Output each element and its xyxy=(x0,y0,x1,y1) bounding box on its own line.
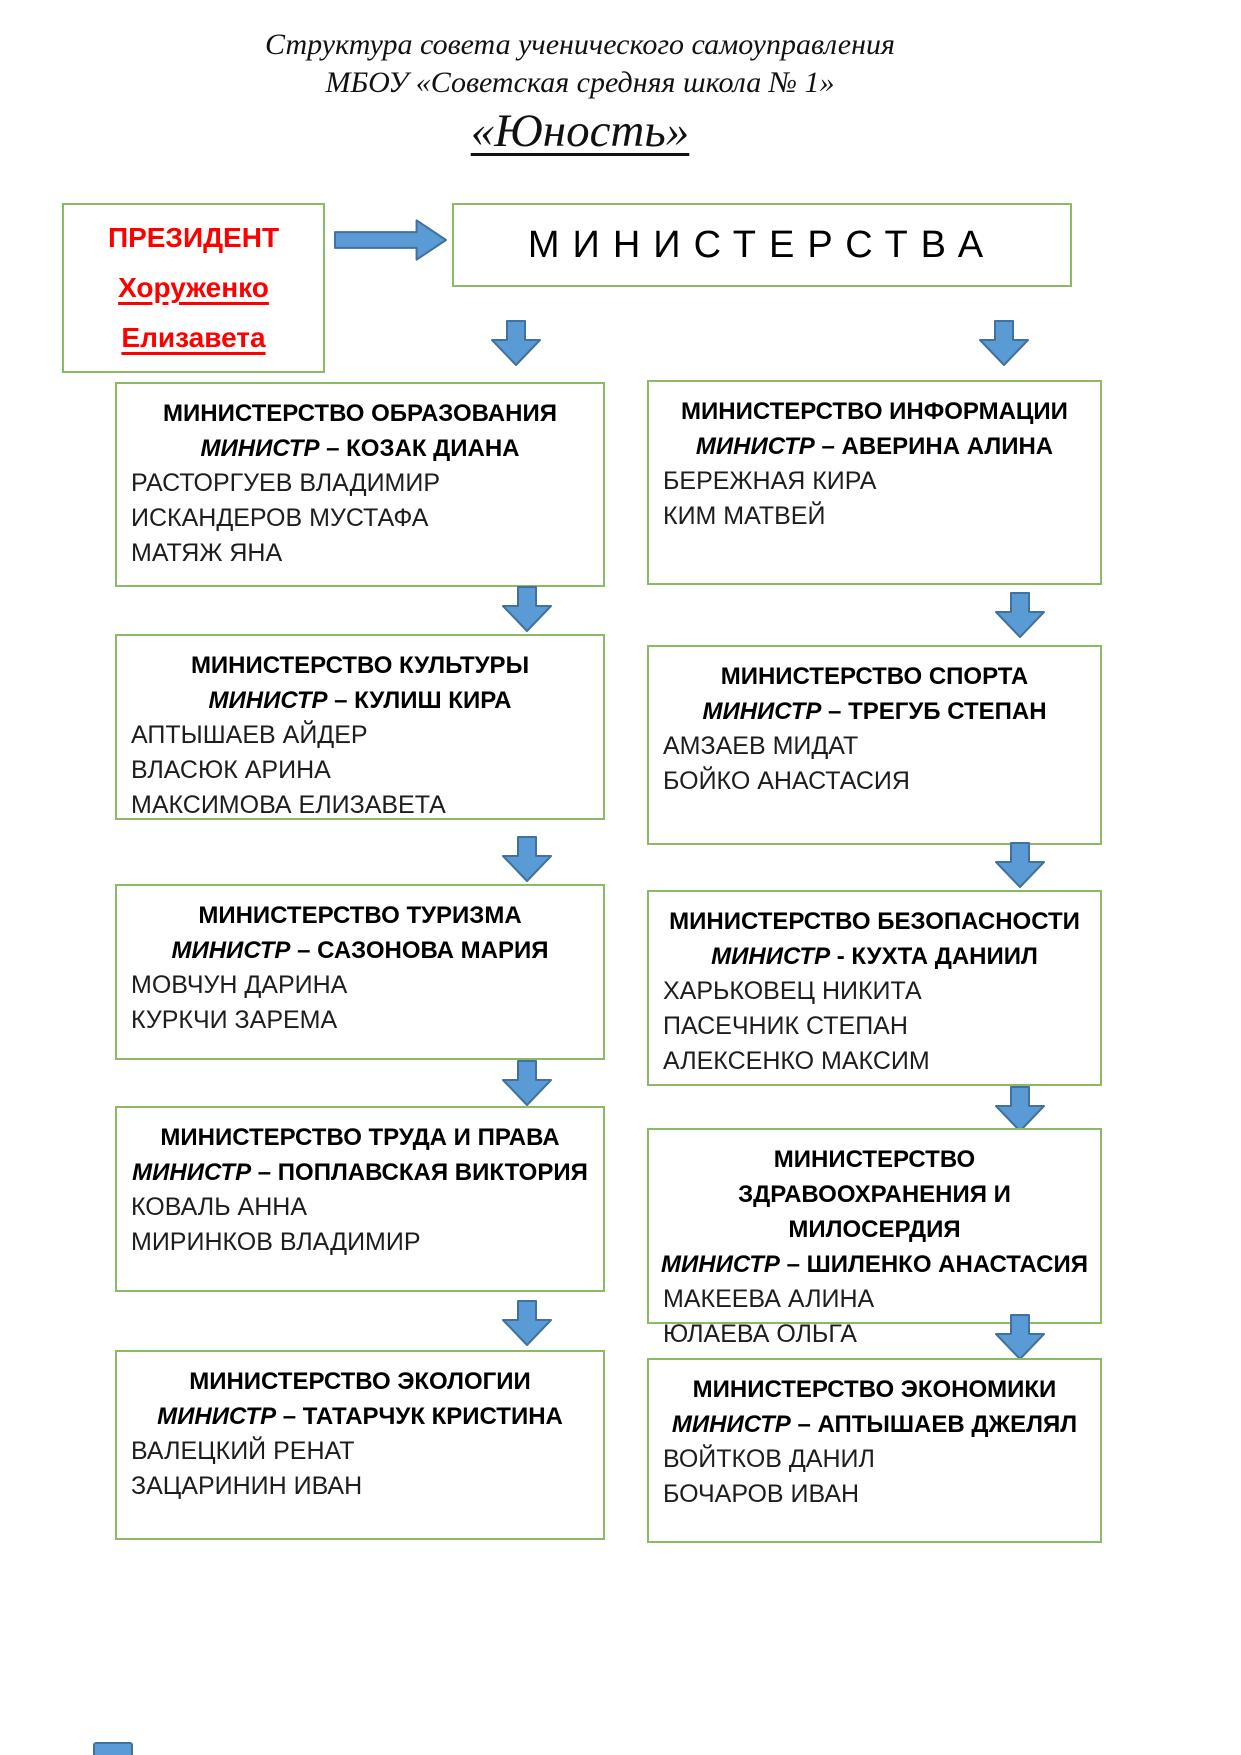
down-arrow-icon xyxy=(995,1086,1045,1132)
ministry-title: МИНИСТЕРСТВО СПОРТА xyxy=(720,663,1029,690)
member-name: КИМ МАТВЕЙ xyxy=(663,502,826,530)
down-arrow-icon xyxy=(995,842,1045,888)
ministries-header-box: МИНИСТЕРСТВА xyxy=(452,203,1072,287)
president-box: ПРЕЗИДЕНТ Хоруженко Елизавета xyxy=(62,203,325,373)
minister-label: МИНИСТР xyxy=(671,1411,791,1438)
minister-line: МИНИСТР – ШИЛЕНКО АНАСТАСИЯ xyxy=(649,1247,1100,1282)
member-name: АМЗАЕВ МИДАТ xyxy=(663,732,859,760)
down-arrow-icon xyxy=(979,320,1029,366)
right-arrow-icon xyxy=(334,219,448,261)
down-arrow-icon xyxy=(502,1300,552,1346)
minister-name: – ПОПЛАВСКАЯ ВИКТОРИЯ xyxy=(251,1159,588,1186)
ministry-title: МИНИСТЕРСТВО ИНФОРМАЦИИ xyxy=(681,398,1068,425)
member-name: БОЙКО АНАСТАСИЯ xyxy=(663,767,910,795)
ministry-title: МИНИСТЕРСТВО БЕЗОПАСНОСТИ xyxy=(669,908,1080,935)
member-name: ЮЛАЕВА ОЛЬГА xyxy=(663,1320,857,1348)
down-arrow-icon xyxy=(502,586,552,632)
minister-line: МИНИСТР – САЗОНОВА МАРИЯ xyxy=(117,933,603,968)
minister-label: МИНИСТР xyxy=(157,1403,277,1430)
member-name: ХАРЬКОВЕЦ НИКИТА xyxy=(663,977,922,1005)
member-name: МОВЧУН ДАРИНА xyxy=(131,971,348,999)
ministry-box-truda-i-prava: МИНИСТЕРСТВО ТРУДА И ПРАВА МИНИСТР – ПОП… xyxy=(115,1106,605,1292)
member-name: МАКЕЕВА АЛИНА xyxy=(663,1285,875,1313)
ministry-box-sporta: МИНИСТЕРСТВО СПОРТА МИНИСТР – ТРЕГУБ СТЕ… xyxy=(647,645,1102,845)
minister-line: МИНИСТР – АПТЫШАЕВ ДЖЕЛЯЛ xyxy=(649,1407,1100,1442)
member-name: ВОЙТКОВ ДАНИЛ xyxy=(663,1445,875,1473)
ministry-title: МИНИСТЕРСТВО ОБРАЗОВАНИЯ xyxy=(163,400,557,427)
minister-name: – КОЗАК ДИАНА xyxy=(319,435,520,462)
ministry-title: МИНИСТЕРСТВО ЗДРАВООХРАНЕНИЯ И МИЛОСЕРДИ… xyxy=(738,1146,1011,1243)
member-name: ВЛАСЮК АРИНА xyxy=(131,756,331,784)
minister-label: МИНИСТР xyxy=(132,1159,252,1186)
member-name: ИСКАНДЕРОВ МУСТАФА xyxy=(131,504,429,532)
ministry-box-bezopasnosti: МИНИСТЕРСТВО БЕЗОПАСНОСТИ МИНИСТР - КУХТ… xyxy=(647,890,1102,1086)
member-name: МАКСИМОВА ЕЛИЗАВЕТА xyxy=(131,791,446,819)
down-arrow-icon xyxy=(502,1060,552,1106)
ministry-box-obrazovaniya: МИНИСТЕРСТВО ОБРАЗОВАНИЯ МИНИСТР – КОЗАК… xyxy=(115,382,605,587)
minister-name: - КУХТА ДАНИИЛ xyxy=(830,943,1038,970)
minister-label: МИНИСТР xyxy=(208,687,328,714)
page-title-line-2: МБОУ «Советская средняя школа № 1» xyxy=(325,66,835,99)
minister-line: МИНИСТР – КУЛИШ КИРА xyxy=(117,683,603,718)
minister-name: – САЗОНОВА МАРИЯ xyxy=(290,937,549,964)
ministry-title: МИНИСТЕРСТВО ЭКОЛОГИИ xyxy=(189,1368,531,1395)
minister-name: – ТАТАРЧУК КРИСТИНА xyxy=(276,1403,563,1430)
page-title-council-name: «Юность» xyxy=(470,105,690,157)
minister-name: – АВЕРИНА АЛИНА xyxy=(814,433,1054,460)
down-arrow-icon xyxy=(502,836,552,882)
ministry-title: МИНИСТЕРСТВО ЭКОНОМИКИ xyxy=(692,1376,1057,1403)
clipped-arrow-fragment xyxy=(93,1742,133,1755)
ministry-title: МИНИСТЕРСТВО ТУРИЗМА xyxy=(198,902,522,929)
member-name: АПТЫШАЕВ АЙДЕР xyxy=(131,721,368,749)
minister-name: – АПТЫШАЕВ ДЖЕЛЯЛ xyxy=(790,1411,1078,1438)
minister-name: – КУЛИШ КИРА xyxy=(327,687,512,714)
minister-line: МИНИСТР – КОЗАК ДИАНА xyxy=(117,431,603,466)
minister-line: МИНИСТР – ТАТАРЧУК КРИСТИНА xyxy=(117,1399,603,1434)
member-name: КОВАЛЬ АННА xyxy=(131,1193,308,1221)
member-name: БОЧАРОВ ИВАН xyxy=(663,1480,860,1508)
minister-label: МИНИСТР xyxy=(661,1251,780,1278)
ministry-box-zdravoohraneniya: МИНИСТЕРСТВО ЗДРАВООХРАНЕНИЯ И МИЛОСЕРДИ… xyxy=(647,1128,1102,1348)
minister-line: МИНИСТР – АВЕРИНА АЛИНА xyxy=(649,429,1100,464)
member-name: МИРИНКОВ ВЛАДИМИР xyxy=(131,1228,421,1256)
minister-line: МИНИСТР - КУХТА ДАНИИЛ xyxy=(649,939,1100,974)
member-name: МАТЯЖ ЯНА xyxy=(131,539,283,567)
minister-line: МИНИСТР – ПОПЛАВСКАЯ ВИКТОРИЯ xyxy=(117,1155,603,1190)
president-surname: Хоруженко xyxy=(118,272,269,303)
member-name: ЗАЦАРИНИН ИВАН xyxy=(131,1472,363,1500)
down-arrow-icon xyxy=(995,592,1045,638)
member-name: КУРКЧИ ЗАРЕМА xyxy=(131,1006,338,1034)
ministry-title: МИНИСТЕРСТВО КУЛЬТУРЫ xyxy=(190,652,530,679)
ministry-box-ekologii: МИНИСТЕРСТВО ЭКОЛОГИИ МИНИСТР – ТАТАРЧУК… xyxy=(115,1350,605,1540)
ministry-box-turizma: МИНИСТЕРСТВО ТУРИЗМА МИНИСТР – САЗОНОВА … xyxy=(115,884,605,1060)
member-name: БЕРЕЖНАЯ КИРА xyxy=(663,467,877,495)
minister-label: МИНИСТР xyxy=(711,943,831,970)
page-title-line-1: Структура совета ученического самоуправл… xyxy=(265,28,895,61)
member-name: ВАЛЕЦКИЙ РЕНАТ xyxy=(131,1437,355,1465)
minister-name: – ШИЛЕНКО АНАСТАСИЯ xyxy=(779,1251,1088,1278)
member-name: РАСТОРГУЕВ ВЛАДИМИР xyxy=(131,469,441,497)
ministry-title: МИНИСТЕРСТВО ТРУДА И ПРАВА xyxy=(160,1124,560,1151)
member-name: АЛЕКСЕНКО МАКСИМ xyxy=(663,1047,930,1075)
ministry-box-informacii: МИНИСТЕРСТВО ИНФОРМАЦИИ МИНИСТР – АВЕРИН… xyxy=(647,380,1102,585)
minister-name: – ТРЕГУБ СТЕПАН xyxy=(821,698,1047,725)
minister-label: МИНИСТР xyxy=(695,433,815,460)
minister-label: МИНИСТР xyxy=(171,937,291,964)
down-arrow-icon xyxy=(995,1314,1045,1360)
down-arrow-icon xyxy=(491,320,541,366)
ministry-box-ekonomiki: МИНИСТЕРСТВО ЭКОНОМИКИ МИНИСТР – АПТЫШАЕ… xyxy=(647,1358,1102,1543)
minister-label: МИНИСТР xyxy=(200,435,320,462)
president-firstname: Елизавета xyxy=(121,322,266,353)
minister-label: МИНИСТР xyxy=(702,698,822,725)
president-role-label: ПРЕЗИДЕНТ xyxy=(107,222,280,253)
ministry-box-kultury: МИНИСТЕРСТВО КУЛЬТУРЫ МИНИСТР – КУЛИШ КИ… xyxy=(115,634,605,820)
member-name: ПАСЕЧНИК СТЕПАН xyxy=(663,1012,908,1040)
minister-line: МИНИСТР – ТРЕГУБ СТЕПАН xyxy=(649,694,1100,729)
